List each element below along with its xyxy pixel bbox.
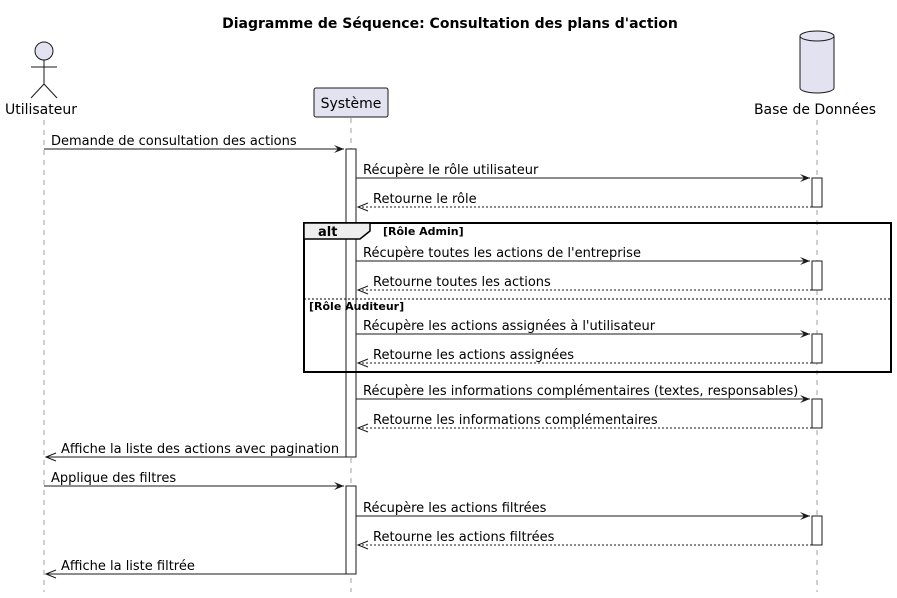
arrow-head-icon xyxy=(334,482,344,490)
arrow-head-icon xyxy=(800,174,810,182)
arrow-head-icon xyxy=(44,569,57,579)
system-activation xyxy=(345,485,357,575)
db-activation xyxy=(811,515,823,546)
system-activation xyxy=(345,148,357,458)
actor-user-icon xyxy=(30,41,58,99)
db-activation xyxy=(811,333,823,364)
diagram-title: Diagramme de Séquence: Consultation des … xyxy=(222,16,678,32)
arrow-head-icon xyxy=(356,358,369,368)
db-activation xyxy=(811,398,823,429)
database-icon xyxy=(799,30,835,94)
arrow-head-icon xyxy=(44,452,57,462)
alt-guard-auditor: [Rôle Auditeur] xyxy=(309,300,404,313)
message-label: Retourne les actions filtrées xyxy=(373,530,555,545)
message-label: Récupère le rôle utilisateur xyxy=(363,163,539,178)
participant-user-label: Utilisateur xyxy=(5,102,77,118)
message-label: Retourne les informations complémentaire… xyxy=(373,413,658,428)
arrow-head-icon xyxy=(356,423,369,433)
db-activation xyxy=(811,260,823,291)
db-activation xyxy=(811,177,823,208)
alt-frame-tab xyxy=(303,222,371,240)
arrow-head-icon xyxy=(356,540,369,550)
message-label: Applique des filtres xyxy=(51,471,176,486)
participant-system-label: Système xyxy=(321,96,382,112)
alt-keyword: alt xyxy=(318,225,337,240)
arrow-head-icon xyxy=(800,330,810,338)
message-label: Récupère les informations complémentaire… xyxy=(363,384,798,399)
message-label: Récupère les actions filtrées xyxy=(363,501,547,516)
participant-db-label: Base de Données xyxy=(754,102,876,118)
message-label: Retourne toutes les actions xyxy=(373,275,551,290)
message-label: Retourne les actions assignées xyxy=(373,348,574,363)
arrow-head-icon xyxy=(800,512,810,520)
arrow-head-icon xyxy=(800,257,810,265)
message-label: Demande de consultation des actions xyxy=(51,134,297,149)
alt-frame: alt [Rôle Admin] [Rôle Auditeur] xyxy=(303,222,892,373)
arrow-head-icon xyxy=(800,395,810,403)
participant-system-box xyxy=(313,87,389,118)
alt-frame-box xyxy=(303,222,892,373)
arrow-head-icon xyxy=(356,285,369,295)
arrow-head-icon xyxy=(356,202,369,212)
arrow-head-icon xyxy=(334,145,344,153)
alt-guard-admin: [Rôle Admin] xyxy=(383,225,464,238)
message-label: Récupère les actions assignées à l'utili… xyxy=(363,319,656,334)
message-label: Affiche la liste des actions avec pagina… xyxy=(61,442,339,457)
message-label: Affiche la liste filtrée xyxy=(61,559,195,574)
message-label: Récupère toutes les actions de l'entrepr… xyxy=(363,246,641,261)
message-label: Retourne le rôle xyxy=(373,192,477,207)
